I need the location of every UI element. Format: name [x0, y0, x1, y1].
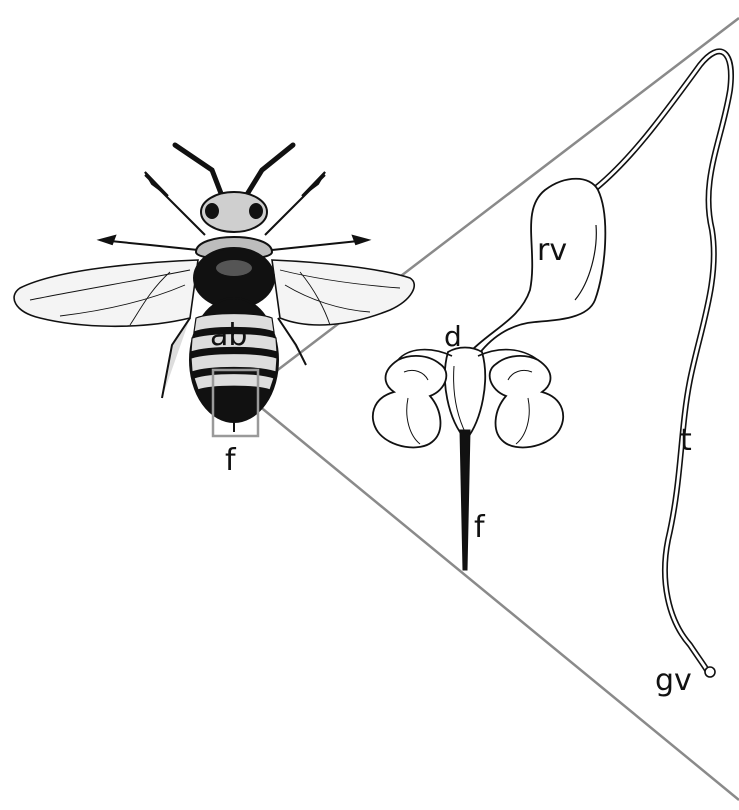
bee-antenna-right: [246, 145, 293, 196]
bee-abdomen: [190, 298, 278, 422]
left-lobe: [373, 356, 447, 448]
label-f-detail: f: [474, 510, 486, 545]
label-rv: rv: [537, 233, 567, 268]
bee-thorax-highlight: [216, 260, 252, 276]
central-body: [445, 348, 485, 441]
label-d: d: [444, 320, 462, 353]
bee-antenna-left: [175, 145, 222, 196]
bee-eye-left: [205, 203, 219, 219]
label-ab: ab: [210, 318, 247, 353]
bee-wing-right: [272, 260, 414, 325]
tubule: [596, 51, 731, 672]
bee-eye-right: [249, 203, 263, 219]
receptacle-vesicle: [467, 179, 605, 358]
label-gv: gv: [655, 663, 692, 698]
label-f-bee: f: [225, 443, 237, 478]
gland-vesicle: [705, 667, 715, 677]
bee-wing-left: [14, 260, 198, 326]
bee-illustration: [14, 145, 414, 436]
right-lobe: [490, 356, 564, 448]
reproductive-organs-detail: [373, 51, 731, 677]
filament: [460, 430, 470, 570]
label-t: t: [680, 423, 692, 458]
